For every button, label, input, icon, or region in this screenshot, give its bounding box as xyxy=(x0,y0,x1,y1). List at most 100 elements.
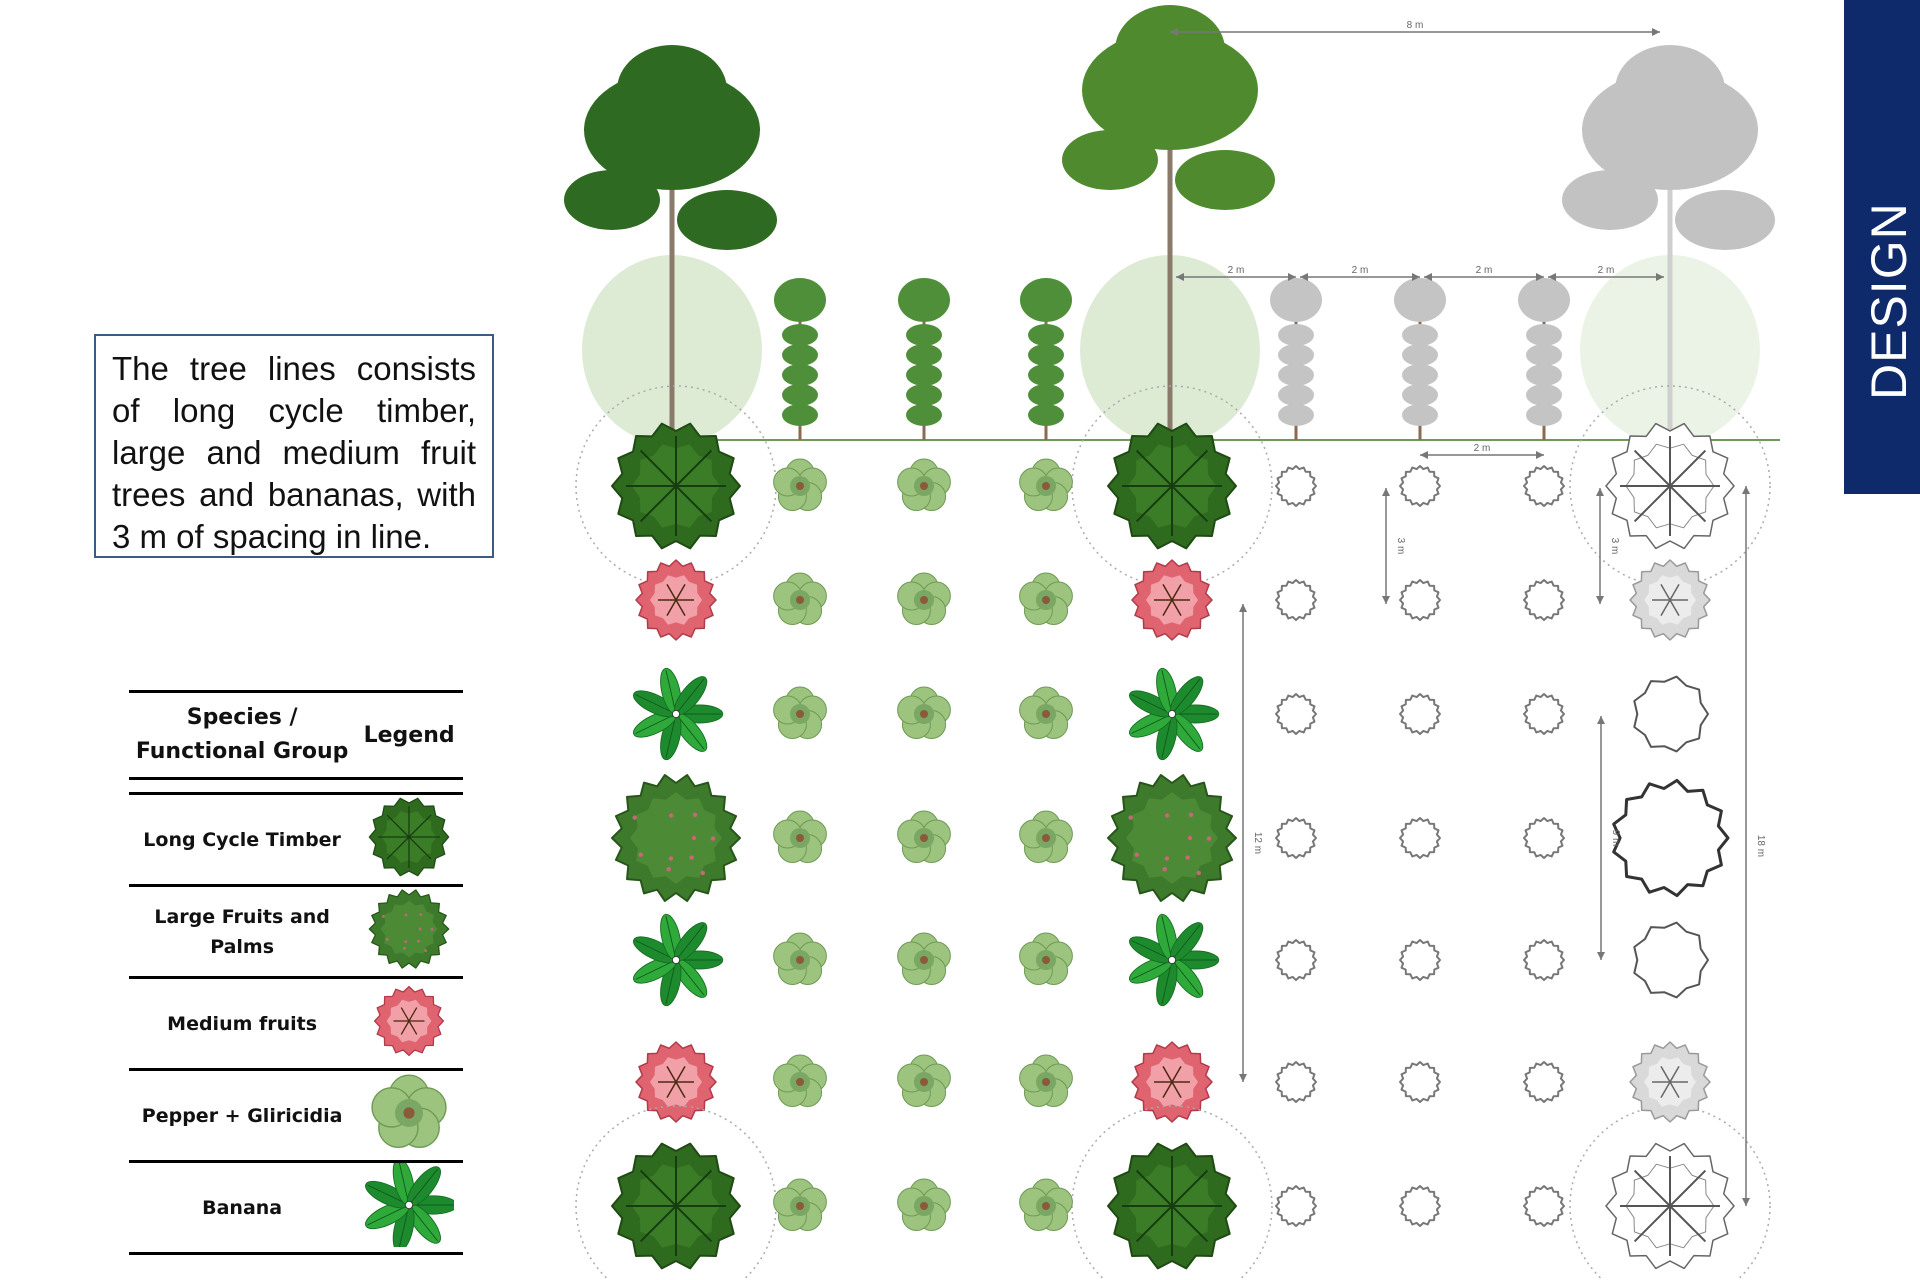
top-span-dimension: 8 m xyxy=(1170,20,1660,36)
legend-header-legend: Legend xyxy=(355,690,463,780)
pepper-plan-icon xyxy=(1019,1178,1073,1231)
dimension-label: 2 m xyxy=(1598,265,1615,276)
empty-position-ring xyxy=(1399,1185,1441,1227)
empty-position-ring xyxy=(1523,1185,1565,1227)
legend-header-row: Species / Functional Group Legend xyxy=(129,690,463,780)
large-plan-icon xyxy=(1107,774,1237,902)
eighteen-metre-dimension: 18 m xyxy=(1742,486,1766,1206)
legend-swatch xyxy=(355,885,463,979)
medium-plan-icon xyxy=(1131,1041,1213,1123)
empty-position-ring xyxy=(1275,1185,1317,1227)
pepper-plan-icon xyxy=(897,1054,951,1107)
elevation-spacing-dimension: 2 m xyxy=(1300,265,1420,281)
dimension-label: 3 m xyxy=(1609,538,1620,555)
empty-position-ring xyxy=(1275,465,1317,507)
ghost-pepper-elevation-column xyxy=(1518,278,1570,440)
plan-view xyxy=(575,385,1771,1280)
legend-row: Banana xyxy=(129,1157,463,1255)
large-fruit-elevation-tree xyxy=(1062,5,1275,445)
legend-swatch xyxy=(355,1069,463,1163)
pepper-plan-icon xyxy=(1019,1054,1073,1107)
pepper-plan-icon xyxy=(773,686,827,739)
row-spacing-dimension: 3 m xyxy=(1382,488,1406,604)
pepper-gliricidia-icon xyxy=(371,1074,447,1148)
dimension-label: 12 m xyxy=(1252,832,1263,854)
dimension-label: 2 m xyxy=(1476,265,1493,276)
banana-plan-icon xyxy=(1129,913,1220,1007)
timber-plan-icon xyxy=(1107,422,1237,550)
plan-spacing-dimension: 2 m xyxy=(1420,443,1544,459)
empty-position-ring xyxy=(1523,693,1565,735)
twelve-metre-dimension: 12 m xyxy=(1239,604,1263,1082)
crown-extent-circle xyxy=(575,385,777,587)
side-tab-label: DESIGN xyxy=(1861,202,1917,400)
empty-position-ring xyxy=(1523,465,1565,507)
crown-extent-circle xyxy=(1569,1105,1771,1280)
pepper-plan-icon xyxy=(773,932,827,985)
empty-position-ring xyxy=(1275,817,1317,859)
elevation-spacing-dimension: 2 m xyxy=(1548,265,1664,281)
banana-plan-icon xyxy=(1129,667,1220,761)
pepper-plan-icon xyxy=(1019,686,1073,739)
medium-plan-icon xyxy=(1131,559,1213,641)
legend-swatch xyxy=(355,977,463,1071)
ghost-banana-outline xyxy=(1633,675,1709,753)
pepper-plan-icon xyxy=(897,810,951,863)
empty-position-ring xyxy=(1523,1061,1565,1103)
pepper-plan-icon xyxy=(773,458,827,511)
legend-label: Medium fruits xyxy=(129,977,356,1071)
crown-extent-circle xyxy=(575,1105,777,1280)
nine-metre-dimension: 9 m xyxy=(1597,716,1621,960)
pepper-plan-icon xyxy=(897,1178,951,1231)
empty-position-ring xyxy=(1275,1061,1317,1103)
ghost-pepper-elevation-column xyxy=(1270,278,1322,440)
ghost-banana-outline xyxy=(1633,921,1709,999)
empty-position-ring xyxy=(1523,939,1565,981)
legend-row: Long Cycle Timber xyxy=(129,793,463,887)
dimension-label: 2 m xyxy=(1228,265,1245,276)
empty-position-ring xyxy=(1399,693,1441,735)
banana-icon xyxy=(365,1157,458,1253)
empty-position-ring xyxy=(1399,579,1441,621)
ghost-elevation-tree xyxy=(1562,45,1775,445)
pepper-plan-icon xyxy=(1019,932,1073,985)
empty-position-ring xyxy=(1275,939,1317,981)
pepper-plan-icon xyxy=(773,1178,827,1231)
legend-label: Large Fruits and Palms xyxy=(129,885,356,979)
row-spacing-dimension: 3 m xyxy=(1596,488,1620,604)
empty-position-ring xyxy=(1399,939,1441,981)
caption-text: The tree lines consists of long cycle ti… xyxy=(94,334,494,558)
empty-position-ring xyxy=(1523,579,1565,621)
empty-position-ring xyxy=(1275,693,1317,735)
empty-position-ring xyxy=(1399,465,1441,507)
dimension-label: 2 m xyxy=(1352,265,1369,276)
elevation-spacing-dimension: 2 m xyxy=(1424,265,1544,281)
medium-plan-icon xyxy=(635,559,717,641)
pepper-plan-icon xyxy=(773,572,827,625)
ghost-timber-icon xyxy=(1605,422,1735,550)
pepper-plan-icon xyxy=(897,932,951,985)
legend-spacer xyxy=(129,778,463,795)
pepper-elevation-column xyxy=(898,278,950,440)
empty-position-ring xyxy=(1399,1061,1441,1103)
crown-extent-circle xyxy=(1071,385,1273,587)
crown-extent-circle xyxy=(1071,1105,1273,1280)
legend-swatch xyxy=(355,793,463,887)
legend-label: Long Cycle Timber xyxy=(129,793,356,887)
pepper-plan-icon xyxy=(897,686,951,739)
large-plan-icon xyxy=(611,774,741,902)
timber-elevation-tree xyxy=(564,45,777,445)
pepper-plan-icon xyxy=(897,458,951,511)
dimension-label: 8 m xyxy=(1407,20,1424,31)
legend-row: Medium fruits xyxy=(129,977,463,1071)
pepper-elevation-column xyxy=(1020,278,1072,440)
timber-plan-icon xyxy=(611,422,741,550)
pepper-plan-icon xyxy=(1019,572,1073,625)
pepper-elevation-column xyxy=(774,278,826,440)
ghost-pepper-elevation-column xyxy=(1394,278,1446,440)
elevation-view xyxy=(564,5,1780,445)
legend-row: Pepper + Gliricidia xyxy=(129,1069,463,1163)
dimension-label: 2 m xyxy=(1474,443,1491,454)
dimension-label: 9 m xyxy=(1610,830,1621,847)
